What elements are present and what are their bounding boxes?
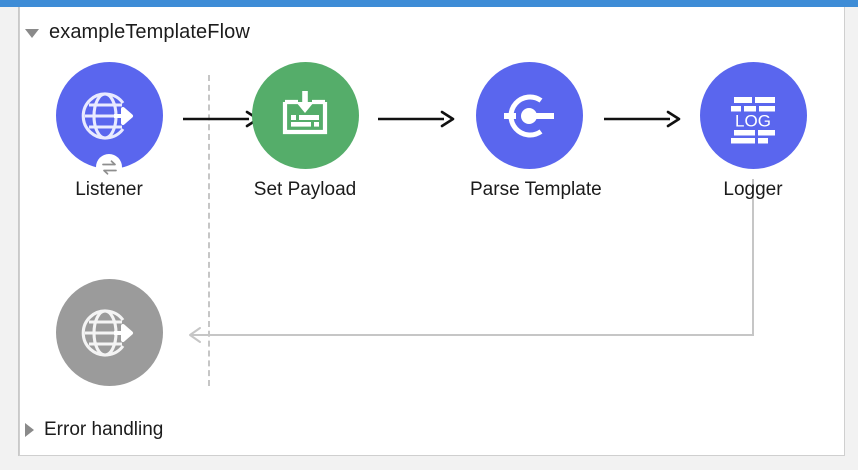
arrow-parse-template-to-logger xyxy=(604,110,681,128)
node-listener-label: Listener xyxy=(75,179,143,200)
window-accent-bar xyxy=(0,0,858,7)
node-parse-template-circle[interactable] xyxy=(475,62,583,169)
node-set-payload[interactable]: Set Payload xyxy=(246,62,364,201)
triangle-down-icon[interactable] xyxy=(25,28,39,38)
triangle-right-icon[interactable] xyxy=(25,423,34,437)
flow-header[interactable]: exampleTemplateFlow xyxy=(20,15,250,49)
exchange-arrows-icon xyxy=(101,159,117,175)
arrow-set-payload-to-parse-template xyxy=(378,110,455,128)
error-handling-title: Error handling xyxy=(44,419,164,440)
source-separator-dashed-line xyxy=(208,75,210,386)
node-set-payload-circle[interactable] xyxy=(251,62,359,169)
node-parse-template-label: Parse Template xyxy=(470,179,602,200)
node-listener-circle[interactable] xyxy=(55,62,163,180)
globe-arrow-icon xyxy=(81,308,133,357)
node-logger-label: Logger xyxy=(723,179,783,200)
error-handling-header[interactable]: Error handling xyxy=(20,415,163,445)
logger-icon-text: LOG xyxy=(735,111,771,130)
flow-diagram: Listener Set Payload xyxy=(20,7,846,456)
flow-title: exampleTemplateFlow xyxy=(49,20,250,43)
node-logger[interactable]: LOG Logger xyxy=(694,62,812,201)
globe-arrow-icon xyxy=(81,91,133,140)
node-set-payload-label: Set Payload xyxy=(253,179,357,200)
listener-exchange-badge xyxy=(96,154,122,180)
node-error-listener-circle[interactable] xyxy=(55,279,163,386)
node-parse-template[interactable]: Parse Template xyxy=(470,62,602,201)
node-logger-circle[interactable]: LOG xyxy=(699,62,807,169)
connector-logger-to-error-listener xyxy=(189,179,754,343)
flow-canvas-panel[interactable]: exampleTemplateFlow xyxy=(19,7,845,456)
node-listener[interactable]: Listener xyxy=(50,62,168,201)
document-download-icon xyxy=(282,90,328,134)
panel-left-edge xyxy=(18,7,19,456)
node-error-listener[interactable] xyxy=(50,279,168,396)
parse-transform-icon xyxy=(504,94,554,137)
log-lines-icon: LOG xyxy=(731,96,775,143)
